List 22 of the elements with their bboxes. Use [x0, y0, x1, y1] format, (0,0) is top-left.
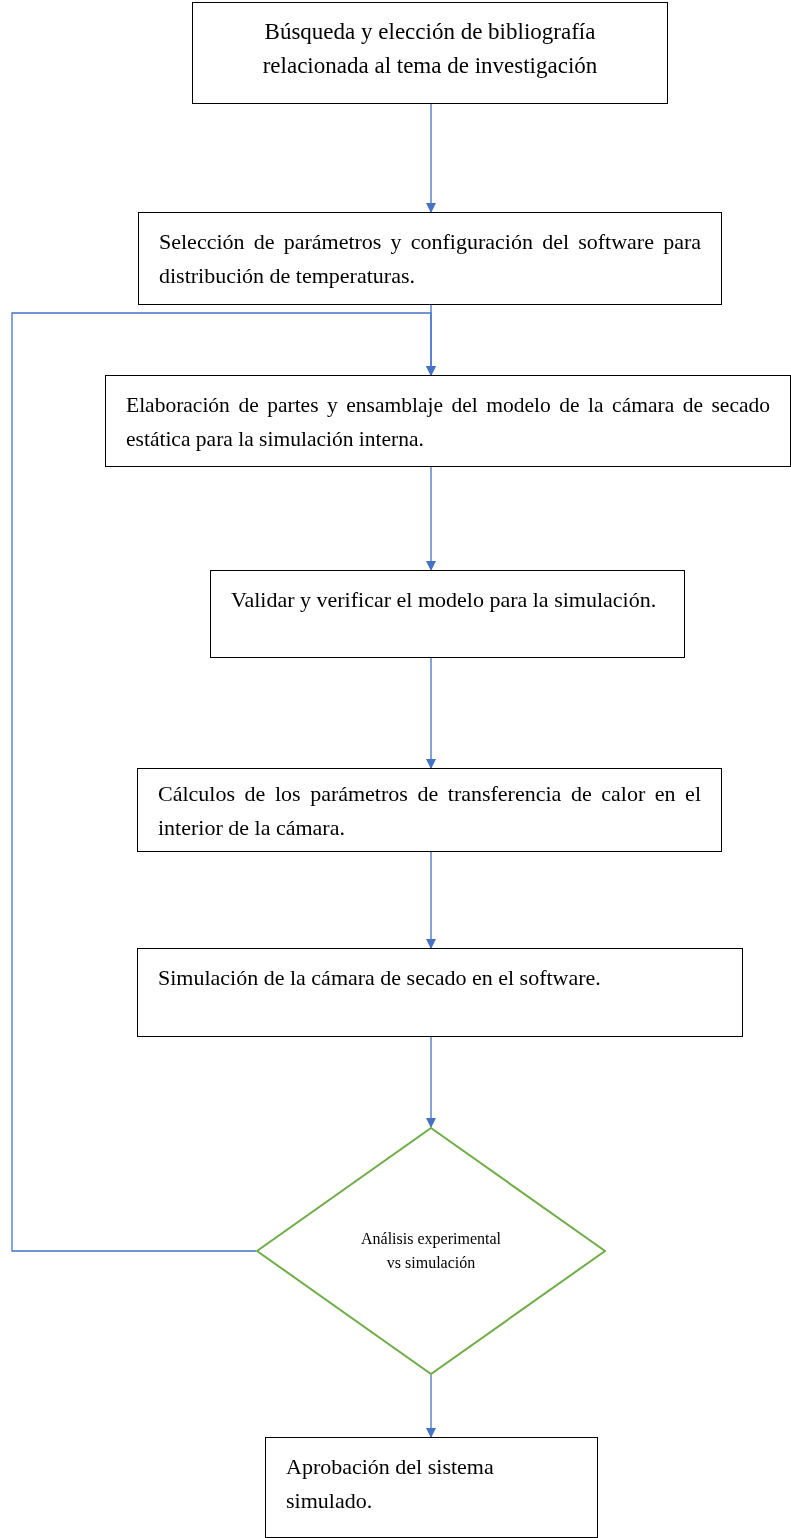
arrow [426, 103, 436, 213]
process-box [105, 375, 791, 467]
step-text: Selección de parámetros y configuración del software para distribución de temperaturas. [158, 228, 702, 290]
process-box [192, 2, 668, 104]
step-text: Búsqueda y elección de bibliografía relacionada al tema de investigación [261, 18, 599, 80]
arrow [426, 1374, 436, 1438]
arrow [426, 1036, 436, 1128]
process-box [210, 570, 685, 658]
step-text: Simulación de la cámara de secado en el software. [157, 964, 602, 992]
process-box [138, 212, 722, 305]
arrow [426, 851, 436, 949]
process-box [137, 948, 743, 1037]
step-text: Elaboración de partes y ensamblaje del modelo de la cámara de secado estática para la simulación interna. [125, 392, 771, 453]
step-text: Análisis experimental vs simulación [361, 1229, 501, 1273]
process-box [265, 1437, 598, 1538]
arrow [426, 466, 436, 571]
step-text: Cálculos de los parámetros de transferencia de calor en el interior de la cámara. [157, 780, 702, 842]
arrow [11, 312, 436, 1252]
arrow [426, 657, 436, 769]
step-text: Aprobación del sistema simulado. [285, 1453, 495, 1515]
step-text: Validar y verificar el modelo para la simulación. [230, 586, 658, 614]
process-box [137, 768, 722, 852]
